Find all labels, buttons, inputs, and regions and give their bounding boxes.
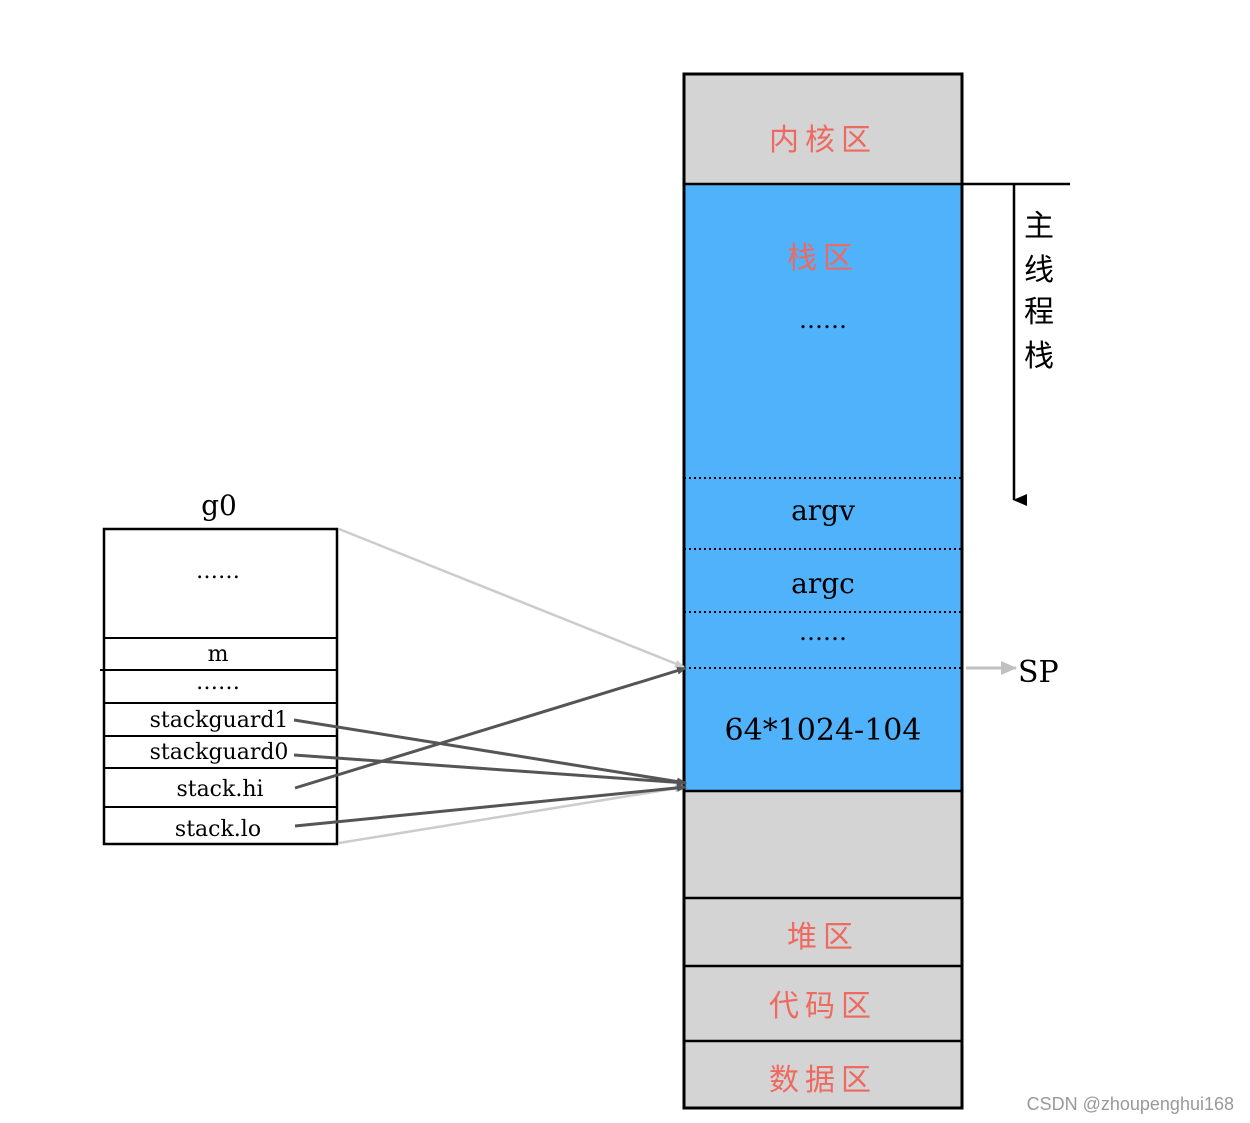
stack-ellipsis: …… (799, 306, 847, 334)
argv-label: argv (791, 494, 855, 527)
main-thread-stack-char: 线 (1024, 253, 1054, 288)
g0-field-m: m (208, 642, 229, 667)
kernel-region (684, 74, 962, 184)
g0-struct: g0 …… m …… stackguard1 stackguard0 stack… (100, 489, 339, 846)
main-thread-stack-char: 主 (1024, 209, 1054, 244)
g0-ellipsis-top: …… (196, 559, 240, 584)
heap-region (684, 898, 962, 966)
watermark: CSDN @zhoupenghui168 (1027, 1094, 1234, 1114)
ellipsis-label: …… (799, 618, 847, 646)
main-thread-stack-char: 程 (1024, 295, 1054, 330)
pointer-arrows (293, 527, 687, 845)
g0-box (102, 527, 339, 846)
code-label: 代码区 (769, 989, 877, 1024)
stack-region (684, 184, 962, 791)
stackguard1-arrow (293, 718, 687, 786)
data-label: 数据区 (769, 1063, 877, 1098)
stack-size-label: 64*1024-104 (725, 713, 922, 748)
heap-label: 堆区 (787, 920, 859, 955)
kernel-label: 内核区 (769, 123, 877, 158)
g0-bottom-boundary-arrow (338, 784, 685, 845)
stack-lo-arrow (294, 783, 687, 828)
g0-ellipsis-mid: …… (196, 670, 240, 695)
argc-label: argc (791, 567, 855, 600)
stack-hi-arrow (294, 666, 687, 790)
g0-field-stack-lo: stack.lo (175, 817, 261, 842)
g0-field-stackguard1: stackguard1 (150, 708, 289, 733)
code-region (684, 966, 962, 1041)
free-region (684, 791, 962, 898)
g0-field-stackguard0: stackguard0 (150, 740, 289, 765)
sp-pointer: SP (966, 655, 1059, 690)
g0-top-boundary-arrow (338, 527, 685, 669)
data-region (684, 1041, 962, 1108)
g0-field-stack-hi: stack.hi (176, 777, 263, 802)
main-thread-stack-annotation: 主 线 程 栈 (1012, 184, 1054, 506)
sp-label: SP (1018, 655, 1059, 690)
stack-label: 栈区 (787, 241, 859, 276)
g0-title: g0 (201, 489, 237, 522)
stackguard0-arrow (293, 753, 687, 787)
main-thread-stack-char: 栈 (1024, 339, 1054, 374)
memory-column: 内核区 栈区 …… argv argc …… 64*1024-104 堆区 代码… (682, 72, 1070, 1110)
memory-border (682, 72, 964, 1110)
